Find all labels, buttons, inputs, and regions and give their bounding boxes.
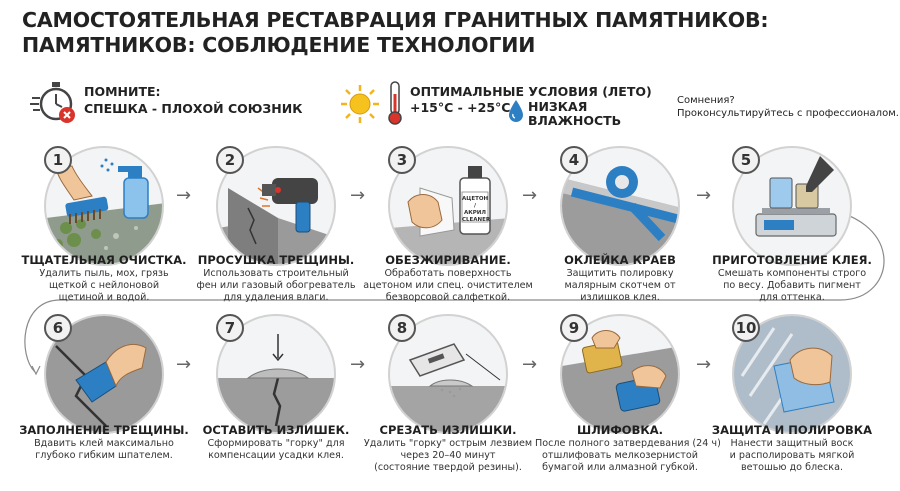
conditions-title: ОПТИМАЛЬНЫЕ УСЛОВИЯ (ЛЕТО) xyxy=(410,84,652,99)
sun-icon xyxy=(341,85,379,123)
step-2-number: 2 xyxy=(216,146,244,174)
step-2-description: Использовать строительный фен или газовы… xyxy=(196,268,356,303)
step-4-title: ОКЛЕЙКА КРАЕВ xyxy=(564,253,676,267)
page-title: САМОСТОЯТЕЛЬНАЯ РЕСТАВРАЦИЯ ГРАНИТНЫХ ПА… xyxy=(22,8,882,58)
title-line-2: ПАМЯТНИКОВ: СОБЛЮДЕНИЕ ТЕХНОЛОГИИ xyxy=(22,33,536,57)
advice-line-2: Проконсультируйтесь с профессионалом. xyxy=(677,108,899,119)
step-1-description: Удалить пыль, мох, грязь щеткой с нейлон… xyxy=(39,268,169,303)
step-1-illustration xyxy=(44,146,164,266)
step-1-number: 1 xyxy=(44,146,72,174)
arrow-6-7: → xyxy=(176,354,192,375)
conditions-temperature: +15°C - +25°C xyxy=(410,100,511,115)
step-9-description: После полного затвердевания (24 ч) отшли… xyxy=(535,438,721,473)
step-7-number: 7 xyxy=(216,314,244,342)
step-6-description: Вдавить клей максимально глубоко гибким … xyxy=(34,438,174,461)
step-9-title: ШЛИФОВКА. xyxy=(577,423,663,437)
arrow-1-2: → xyxy=(176,185,192,206)
arrow-9-10: → xyxy=(696,354,712,375)
step-3-description: Обработать поверхность ацетоном или спец… xyxy=(363,268,533,303)
step-10-number: 10 xyxy=(732,314,760,342)
reminder-line-1: ПОМНИТЕ: xyxy=(84,84,161,99)
reminder-line-2: СПЕШКА - ПЛОХОЙ СОЮЗНИК xyxy=(84,101,303,116)
humidity-line-2: ВЛАЖНОСТЬ xyxy=(528,113,622,128)
step-6-title: ЗАПОЛНЕНИЕ ТРЕЩИНЫ. xyxy=(19,423,189,437)
step-10-description: Нанести защитный воск и располировать мя… xyxy=(729,438,855,473)
step-2-title: ПРОСУШКА ТРЕЩИНЫ. xyxy=(197,253,355,267)
step-7-title: ОСТАВИТЬ ИЗЛИШЕК. xyxy=(202,423,350,437)
arrow-8-9: → xyxy=(522,354,538,375)
arrow-3-4: → xyxy=(522,185,538,206)
step-1-title: ТЩАТЕЛЬНАЯ ОЧИСТКА. xyxy=(21,253,187,267)
advice-line-1: Сомнения? xyxy=(677,95,735,106)
bottle-label-line-1: АЦЕТОН / xyxy=(462,196,489,209)
step-10-title: ЗАЩИТА И ПОЛИРОВКА xyxy=(711,423,873,437)
step-8-number: 8 xyxy=(388,314,416,342)
step-9-number: 9 xyxy=(560,314,588,342)
bottle-label-line-2: АКРИЛ xyxy=(464,210,486,216)
step-7-description: Сформировать "горку" для компенсации уса… xyxy=(207,438,345,461)
thermometer-icon xyxy=(388,81,402,125)
step-8-title: СРЕЗАТЬ ИЗЛИШКИ. xyxy=(379,423,517,437)
step-4-description: Защитить полировку малярным скотчем от и… xyxy=(564,268,676,303)
arrow-7-8: → xyxy=(350,354,366,375)
step-4-number: 4 xyxy=(560,146,588,174)
water-drop-icon xyxy=(509,100,523,122)
arrow-2-3: → xyxy=(350,185,366,206)
step-5-title: ПРИГОТОВЛЕНИЕ КЛЕЯ. xyxy=(712,253,872,267)
bottle-label-line-3: CLEANER xyxy=(462,217,491,223)
step-6-number: 6 xyxy=(44,314,72,342)
arrow-4-5: → xyxy=(696,185,712,206)
stopwatch-icon xyxy=(30,82,75,123)
step-3-illustration: АЦЕТОН / АКРИЛ CLEANER xyxy=(388,146,508,266)
step-3-number: 3 xyxy=(388,146,416,174)
title-line-1: САМОСТОЯТЕЛЬНАЯ РЕСТАВРАЦИЯ ГРАНИТНЫХ ПА… xyxy=(22,8,769,32)
humidity-line-1: НИЗКАЯ xyxy=(528,99,588,114)
step-5-number: 5 xyxy=(732,146,760,174)
step-5-description: Смешать компоненты строго по весу. Добав… xyxy=(717,268,867,303)
step-3-title: ОБЕЗЖИРИВАНИЕ. xyxy=(385,253,511,267)
step-8-description: Удалить "горку" острым лезвием через 20–… xyxy=(363,438,533,473)
